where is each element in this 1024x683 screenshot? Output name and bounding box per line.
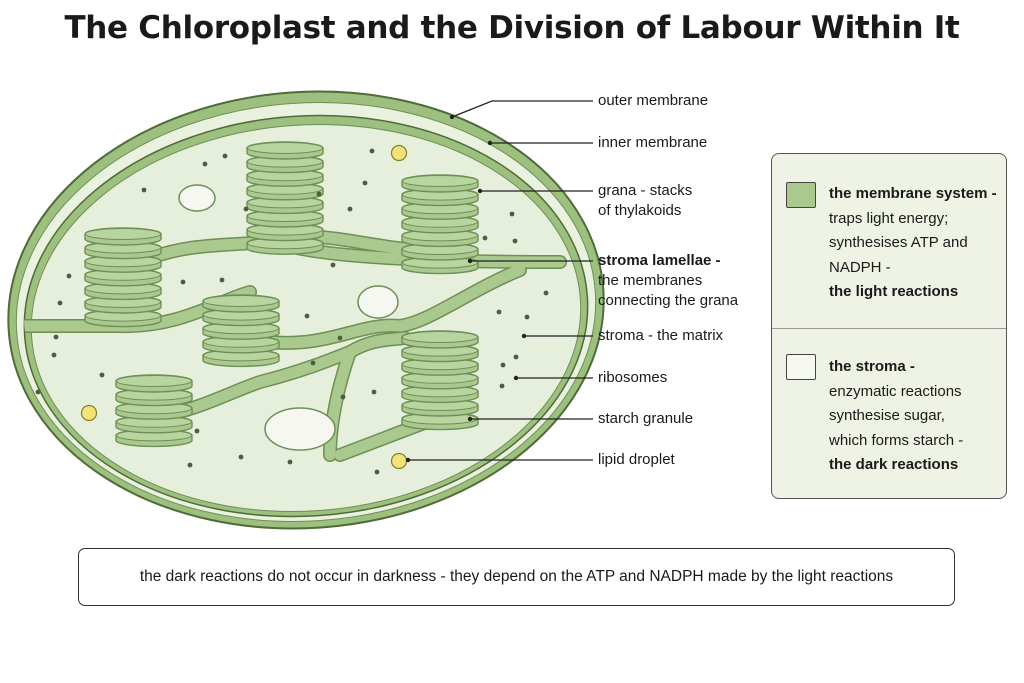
ribosome (509, 211, 515, 217)
granum (84, 227, 162, 328)
ribosome (219, 277, 225, 283)
ribosome (310, 360, 316, 366)
ribosome (57, 300, 63, 306)
ribosome (141, 187, 147, 193)
starch-granule (178, 184, 216, 212)
legend-panel: the membrane system - traps light energy… (771, 153, 1007, 499)
label-stroma: stroma - the matrix (598, 327, 724, 344)
starch-granules (178, 184, 399, 451)
ribosome (222, 153, 228, 159)
granum (202, 294, 280, 368)
ribosome (187, 462, 193, 468)
granum (246, 141, 324, 255)
starch-granule (264, 407, 336, 451)
lipid-droplets (80, 144, 408, 470)
ribosome (202, 161, 208, 167)
ribosome (524, 314, 530, 320)
ribosome (362, 180, 368, 186)
ribosome (499, 383, 505, 389)
ribosome (347, 206, 353, 212)
ribosome (340, 394, 346, 400)
thylakoid-top (402, 175, 478, 187)
label-stroma-lamellae: stroma lamellae - the membranes connecti… (598, 252, 739, 309)
thylakoid-top (402, 331, 478, 343)
leader-outer-membrane (451, 100, 593, 118)
ribosome (66, 273, 72, 279)
ribosome (287, 459, 293, 465)
ribosome (371, 389, 377, 395)
label-grana: grana - stacks of thylakoids (598, 182, 693, 219)
ribosome (369, 148, 375, 154)
ribosome (513, 354, 519, 360)
legend-membrane-text: the membrane system - traps light energy… (829, 185, 997, 300)
ribosome (482, 235, 488, 241)
grana-stacks (84, 141, 479, 448)
note-text: the dark reactions do not occur in darkn… (139, 568, 894, 585)
legend-divider (772, 328, 1006, 329)
ribosome (180, 279, 186, 285)
label-inner-membrane: inner membrane (598, 134, 708, 151)
label-ribosomes: ribosomes (598, 369, 668, 386)
label-starch-granule: starch granule (598, 410, 694, 427)
diagram-title: The Chloroplast and the Division of Labo… (64, 10, 960, 46)
granum (401, 330, 479, 431)
ribosome (543, 290, 549, 296)
ribosomes (35, 148, 549, 475)
legend-stroma-text: the stroma - enzymatic reactions synthes… (829, 358, 964, 473)
thylakoid-top (247, 142, 323, 154)
ribosome (51, 352, 57, 358)
leader-lines (408, 100, 593, 461)
legend-swatch-stroma (786, 354, 816, 380)
granum (115, 374, 193, 448)
ribosome (194, 428, 200, 434)
ribosome (496, 309, 502, 315)
lipid-droplet (390, 144, 408, 162)
ribosome (374, 469, 380, 475)
ribosome (316, 191, 322, 197)
granum (401, 174, 479, 275)
ribosome (243, 206, 249, 212)
thylakoid-top (85, 228, 161, 240)
label-outer-membrane: outer membrane (598, 92, 709, 109)
lipid-droplet (390, 452, 408, 470)
note-box: the dark reactions do not occur in darkn… (78, 548, 955, 606)
ribosome (304, 313, 310, 319)
leader-ends (405, 114, 527, 463)
ribosome (99, 372, 105, 378)
ribosome (337, 335, 343, 341)
thylakoid-top (203, 295, 279, 307)
ribosome (53, 334, 59, 340)
legend-swatch-membrane (786, 182, 816, 208)
thylakoid-top (116, 375, 192, 387)
lipid-droplet (80, 404, 98, 422)
ribosome (35, 389, 41, 395)
ribosome (330, 262, 336, 268)
ribosome (500, 362, 506, 368)
ribosome (238, 454, 244, 460)
starch-granule (357, 285, 399, 319)
label-lipid-droplet: lipid droplet (598, 451, 675, 468)
ribosome (512, 238, 518, 244)
